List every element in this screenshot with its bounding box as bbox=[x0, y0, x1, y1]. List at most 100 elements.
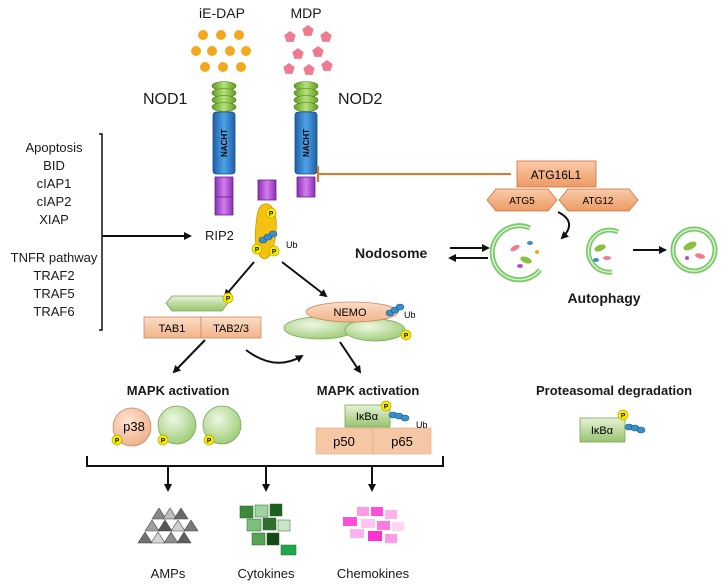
p65-label: p65 bbox=[391, 434, 413, 449]
cytokines-label: Cytokines bbox=[237, 566, 295, 581]
proteasomal-ikba-box bbox=[579, 417, 626, 443]
nod2-card-domain bbox=[296, 176, 316, 198]
rip2-label: RIP2 bbox=[205, 228, 234, 243]
ubiquitin-chain-icon bbox=[385, 303, 405, 317]
erk-ball bbox=[157, 405, 197, 445]
tab-to-mapk-arrow bbox=[172, 339, 206, 374]
nod1-nacht-domain bbox=[212, 111, 236, 175]
left-list-item: TNFR pathway bbox=[10, 250, 98, 265]
p38-label: p38 bbox=[123, 419, 145, 434]
phosphate-letter: P bbox=[207, 438, 212, 445]
phosphate-icon bbox=[400, 329, 412, 341]
phosphate-letter: P bbox=[384, 404, 389, 411]
left-list-item: TRAF6 bbox=[33, 304, 75, 319]
atg12-hexagon bbox=[558, 188, 639, 212]
nod1-lrr-domain bbox=[211, 81, 237, 112]
atg16l1-box bbox=[516, 160, 597, 188]
nod2-nacht-domain bbox=[294, 111, 318, 175]
nod1-card-domain bbox=[214, 176, 234, 198]
atg-to-autophagosome-arrow bbox=[557, 211, 570, 240]
phosphate-icon bbox=[268, 245, 280, 257]
rip2-card-domain bbox=[257, 179, 277, 201]
nemo-to-mapk-arrow bbox=[339, 341, 362, 374]
phosphate-icon bbox=[251, 243, 263, 255]
p50-label: p50 bbox=[333, 434, 355, 449]
nodosome-label: Nodosome bbox=[355, 245, 428, 261]
bottom-bracket bbox=[86, 456, 444, 467]
ie-dap-ligand-dots bbox=[191, 30, 251, 72]
phosphate-icon bbox=[222, 292, 234, 304]
ubiquitin-chain-icon bbox=[258, 230, 278, 244]
p65-box bbox=[372, 427, 432, 455]
left-list: Apoptosis BID cIAP1 cIAP2 XIAP TNFR path… bbox=[8, 139, 100, 321]
proteasomal-degradation-label: Proteasomal degradation bbox=[535, 383, 693, 398]
ie-dap-label: iE-DAP bbox=[199, 5, 245, 21]
chemokines-label: Chemokines bbox=[336, 566, 410, 581]
ubiquitin-chain-icon bbox=[388, 411, 410, 422]
p38-ball bbox=[112, 407, 152, 447]
atg12-label: ATG12 bbox=[583, 196, 614, 207]
phosphate-letter: P bbox=[255, 247, 260, 254]
proteasomal-ikba-label: IκBα bbox=[591, 425, 614, 437]
phosphate-letter: P bbox=[115, 438, 120, 445]
autophagosome-icon bbox=[489, 223, 542, 283]
phosphate-letter: P bbox=[226, 296, 231, 303]
p50-box bbox=[315, 427, 374, 455]
tab23-box bbox=[200, 316, 262, 339]
autophagy-label: Autophagy bbox=[567, 290, 641, 306]
tab23-label: TAB2/3 bbox=[213, 323, 249, 335]
atg5-label: ATG5 bbox=[509, 196, 535, 207]
phosphate-icon bbox=[617, 409, 629, 421]
left-list-item: TRAF2 bbox=[33, 268, 75, 283]
nod1-nacht-label: NACHT bbox=[220, 129, 229, 157]
mapk-activation-right-label: MAPK activation bbox=[316, 383, 420, 398]
ub-label: Ub bbox=[286, 240, 298, 250]
nod1-label: NOD1 bbox=[143, 91, 188, 108]
chemokine-rectangles-icon bbox=[343, 507, 404, 543]
ub-label: Ub bbox=[404, 310, 416, 320]
cytokine-squares-icon bbox=[239, 503, 297, 556]
tab-to-nemo-curved-arrow bbox=[245, 349, 304, 364]
amps-label: AMPs bbox=[150, 566, 186, 581]
phosphate-icon bbox=[380, 400, 392, 412]
phosphate-letter: P bbox=[404, 333, 409, 340]
tab1-label: TAB1 bbox=[159, 323, 186, 335]
phosphate-icon bbox=[157, 434, 169, 446]
left-list-item: XIAP bbox=[39, 212, 69, 227]
autolysosome-icon bbox=[670, 226, 718, 274]
mdp-label: MDP bbox=[290, 5, 322, 21]
tak1-shape bbox=[165, 295, 229, 312]
ubiquitin-chain-icon bbox=[624, 423, 646, 434]
autophagosome-icon bbox=[585, 227, 620, 275]
nod2-lrr-domain bbox=[293, 81, 319, 112]
phosphate-icon bbox=[111, 434, 123, 446]
nod2-label: NOD2 bbox=[338, 91, 383, 108]
ub-label: Ub bbox=[416, 420, 428, 430]
left-list-item: cIAP1 bbox=[36, 176, 72, 191]
mdp-ligand-pentagons bbox=[283, 25, 333, 75]
left-list-item: TRAF5 bbox=[33, 286, 75, 301]
rip2-to-nemo-arrow bbox=[281, 261, 328, 298]
ikba-label: IκBα bbox=[356, 411, 379, 423]
atg16l1-label: ATG16L1 bbox=[531, 168, 582, 182]
rip2-to-tab-arrow bbox=[223, 261, 255, 298]
nod1-receptor bbox=[211, 81, 237, 216]
mapk-activation-left-label: MAPK activation bbox=[126, 383, 230, 398]
phosphate-letter: P bbox=[272, 249, 277, 256]
phosphate-letter: P bbox=[269, 211, 274, 218]
nod2-nacht-label: NACHT bbox=[302, 129, 311, 157]
nemo-label: NEMO bbox=[334, 307, 367, 319]
phosphate-letter: P bbox=[161, 438, 166, 445]
left-list-item: BID bbox=[43, 158, 65, 173]
left-list-item: cIAP2 bbox=[36, 194, 72, 209]
phosphate-letter: P bbox=[621, 413, 626, 420]
left-list-item: Apoptosis bbox=[25, 140, 83, 155]
phosphate-icon bbox=[265, 207, 277, 219]
phosphate-icon bbox=[203, 434, 215, 446]
atg5-hexagon bbox=[486, 188, 558, 212]
amp-triangles-icon bbox=[137, 507, 199, 544]
nod2-receptor bbox=[293, 81, 319, 198]
jnk-ball bbox=[202, 405, 242, 445]
left-bracket bbox=[99, 133, 103, 331]
